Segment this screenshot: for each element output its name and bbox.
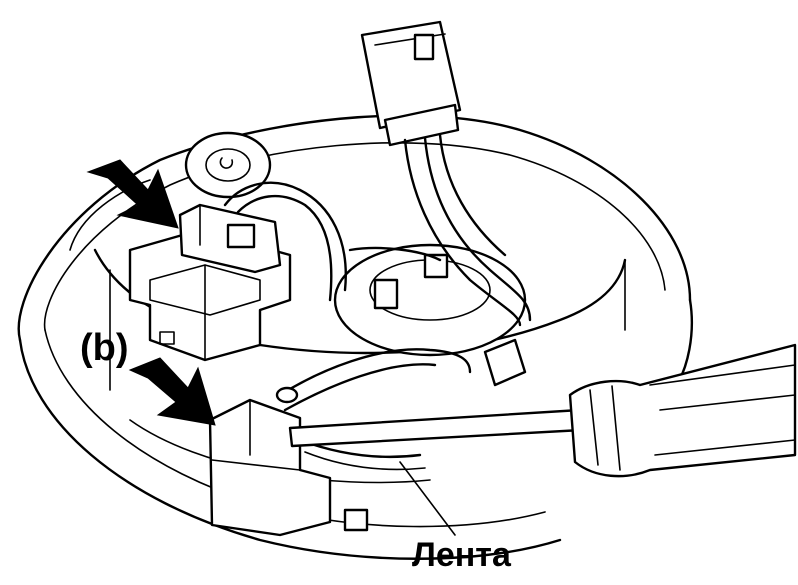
housing-tab xyxy=(483,338,527,387)
label-tape: Лента xyxy=(412,536,512,574)
top-plug-connector xyxy=(360,20,462,147)
float-pulley xyxy=(184,131,272,199)
motor-cylinder xyxy=(333,243,527,357)
tape-leader-line xyxy=(399,461,456,536)
black-arrow-icon xyxy=(128,357,216,426)
upper-connector xyxy=(178,203,282,274)
black-arrow-icon xyxy=(86,159,179,229)
screwdriver xyxy=(288,343,797,478)
lower-terminal-block xyxy=(208,398,369,537)
label-b: (b) xyxy=(80,327,129,369)
wiring-harness xyxy=(223,133,532,412)
